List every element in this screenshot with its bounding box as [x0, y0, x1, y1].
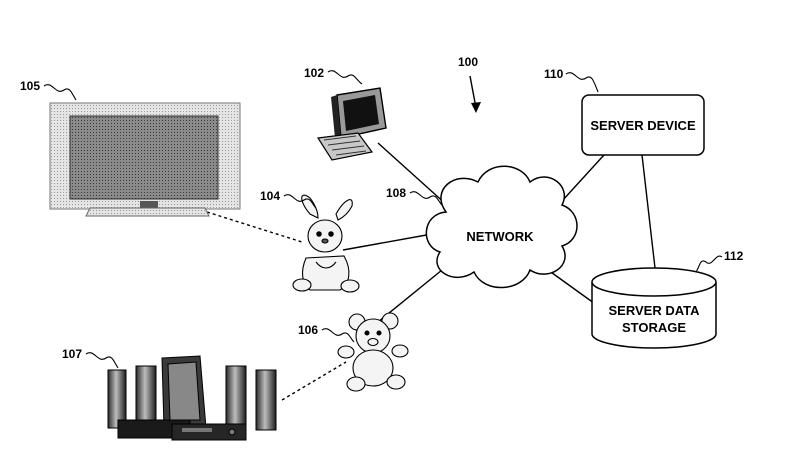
speaker-system	[107, 355, 277, 441]
link-computer-network	[377, 142, 449, 207]
connections	[206, 142, 656, 401]
ref-106: 106	[298, 323, 355, 343]
ref-108: 108	[386, 186, 443, 206]
link-server-storage	[641, 154, 656, 269]
server-device-label: SERVER DEVICE	[590, 118, 696, 133]
ref-100: 100	[458, 55, 481, 113]
ref-102-label: 102	[304, 66, 324, 80]
server-storage-label-line1: SERVER DATA	[608, 303, 700, 318]
computer	[316, 87, 387, 161]
ref-110-label: 110	[544, 67, 564, 81]
link-tv-rabbit	[206, 211, 303, 243]
link-rabbit-network	[342, 233, 433, 251]
ref-100-label: 100	[458, 55, 478, 69]
ref-105: 105	[20, 79, 77, 101]
ref-112-label: 112	[724, 249, 744, 263]
ref-110: 110	[544, 67, 599, 93]
ref-108-label: 108	[386, 186, 406, 200]
ref-102: 102	[304, 66, 363, 85]
television	[49, 102, 241, 217]
server-storage-label-line2: STORAGE	[622, 320, 686, 335]
ref-112: 112	[695, 249, 744, 273]
server-device: SERVER DEVICE	[581, 94, 705, 156]
bear-toy	[337, 312, 409, 392]
ref-106-label: 106	[298, 323, 318, 337]
ref-107-label: 107	[62, 347, 82, 361]
rabbit-toy	[292, 194, 360, 293]
ref-104-label: 104	[260, 189, 280, 203]
ref-105-label: 105	[20, 79, 40, 93]
link-speakers-bear	[281, 361, 347, 401]
ref-107: 107	[62, 347, 119, 369]
network-cloud: NETWORK	[425, 165, 578, 289]
server-data-storage: SERVER DATA STORAGE	[591, 267, 717, 349]
link-network-storage	[547, 269, 599, 307]
ref-104: 104	[260, 189, 317, 209]
network-label: NETWORK	[466, 229, 534, 244]
